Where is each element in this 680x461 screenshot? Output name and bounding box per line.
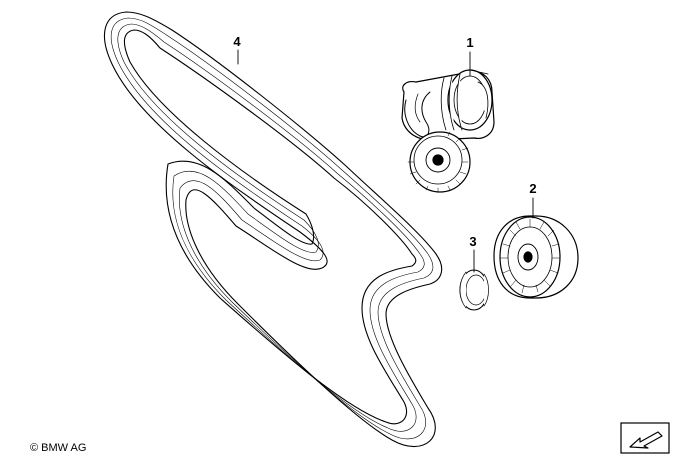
callout-label-4: 4 [233, 34, 241, 49]
arrow-navigation-glyph [620, 422, 670, 454]
callout-leaders [237, 49, 534, 273]
pulley-cover-cap[interactable] [459, 269, 489, 311]
callout-label-3: 3 [469, 234, 476, 249]
belt-tensioner[interactable] [401, 69, 495, 193]
drive-belt[interactable] [103, 11, 443, 448]
arrow-navigation-icon[interactable] [618, 420, 672, 456]
callout-label-2: 2 [529, 181, 536, 196]
copyright-notice: © BMW AG [30, 442, 87, 454]
callout-label-1: 1 [466, 35, 473, 50]
idler-pulley[interactable] [493, 215, 579, 299]
